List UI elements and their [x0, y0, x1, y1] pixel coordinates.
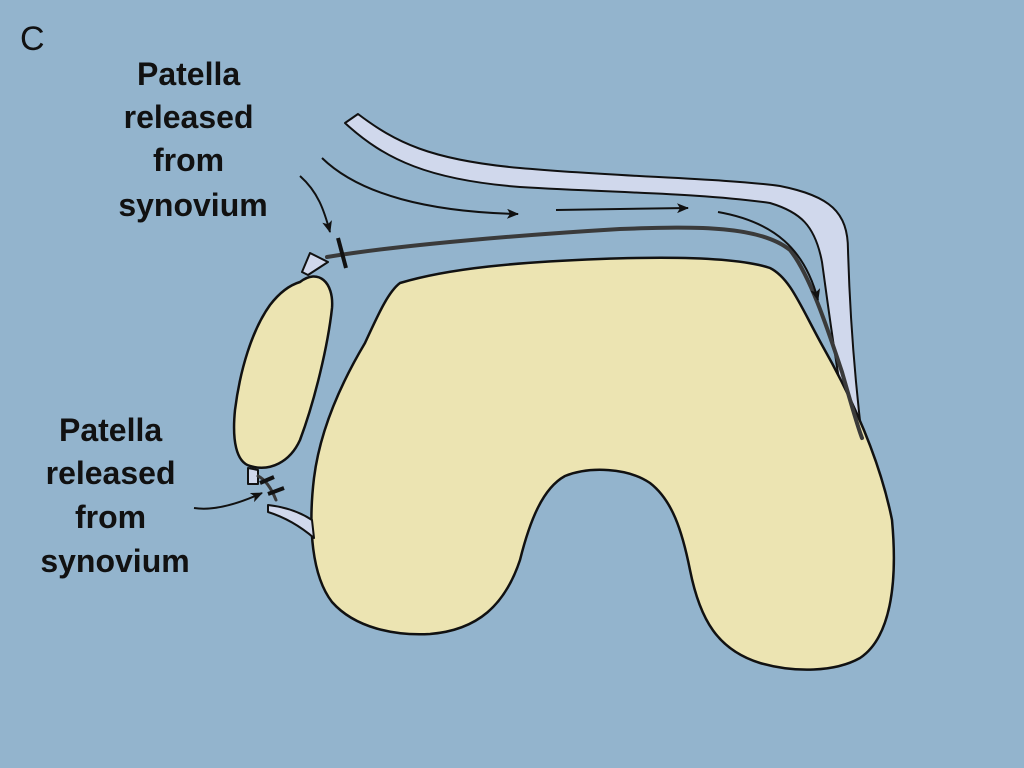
synovium-flap-upper	[301, 252, 329, 276]
panel-letter: C	[20, 20, 45, 58]
synovium-line	[325, 225, 864, 440]
label-lower: Patella released from synovium	[40, 412, 189, 579]
cut-mark-lower-1	[259, 475, 275, 485]
label-lower-line-4: synovium	[40, 543, 189, 579]
flow-arrow-3	[717, 211, 821, 301]
synovium-flap-lower-small	[247, 467, 259, 485]
label-upper-line-1: Patella	[137, 56, 240, 92]
patella-bone	[232, 275, 334, 469]
pointer-arrow-lower	[193, 492, 263, 510]
label-lower-line-2: released	[46, 455, 176, 491]
flow-arrow-2	[555, 203, 689, 214]
label-upper-line-3: from	[153, 142, 224, 178]
label-upper: Patella released from synovium	[118, 56, 267, 223]
label-upper-line-4: synovium	[118, 187, 267, 223]
label-upper-line-2: released	[124, 99, 254, 135]
cut-mark-upper	[336, 237, 348, 269]
synovium-flap-lower	[267, 504, 315, 539]
cut-mark-lower-2	[267, 486, 285, 496]
femur-bone	[310, 256, 896, 671]
pointer-arrow-upper	[299, 175, 332, 233]
label-lower-line-1: Patella	[59, 412, 162, 448]
label-lower-line-3: from	[75, 499, 146, 535]
synovium-line-lower	[256, 474, 278, 502]
flow-arrow-1	[321, 157, 519, 219]
